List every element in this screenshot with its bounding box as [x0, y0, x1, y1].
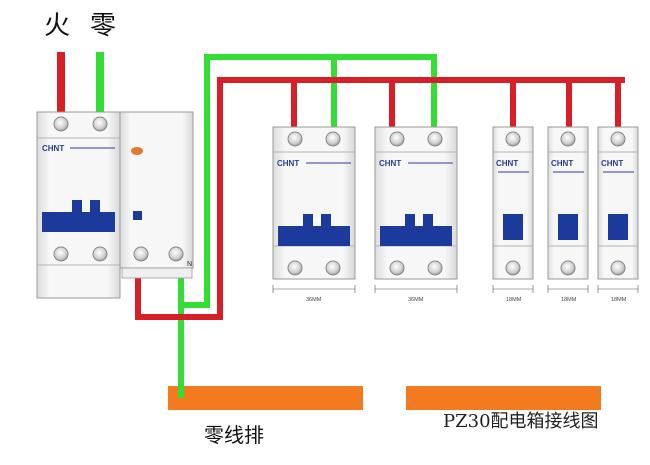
breaker-toggle[interactable]: [380, 214, 452, 246]
neutral-bus-riser: [204, 54, 210, 308]
neutral-bar-label: 零线排: [204, 423, 264, 447]
main-breaker-toggle[interactable]: [42, 200, 115, 232]
breaker-brand: CHNT: [277, 159, 299, 168]
rcd-module: N: [119, 111, 194, 279]
live-drop-1: [291, 77, 297, 139]
breaker-brand: CHNT: [496, 159, 518, 168]
breaker-toggle[interactable]: [558, 214, 578, 240]
breaker-width-label: 18MM: [506, 297, 522, 303]
live-drop-5: [615, 77, 621, 139]
breaker-brand: CHNT: [379, 159, 401, 168]
breaker-width-label: 18MM: [561, 297, 577, 303]
rcd-n-label: N: [187, 261, 192, 268]
live-drop-2: [389, 77, 395, 139]
live-link-vertical: [135, 265, 141, 320]
neutral-label: 零: [90, 11, 116, 41]
breaker-width-label: 36MM: [306, 297, 322, 303]
two-pole-breaker: CHNT 36MM: [272, 126, 356, 303]
live-bus-riser: [217, 77, 223, 320]
live-bus-top: [217, 77, 625, 83]
incoming-neutral-wire: [96, 52, 104, 124]
two-pole-breaker: CHNT 36MM: [374, 126, 458, 303]
incoming-live-wire: [57, 52, 65, 124]
breaker-brand: CHNT: [601, 159, 623, 168]
breaker-brand: CHNT: [551, 159, 573, 168]
main-breaker-brand: CHNT: [42, 144, 64, 153]
live-link-horizontal: [135, 314, 223, 320]
neutral-busbar-right: [406, 386, 601, 410]
breaker-width-label: 18MM: [611, 297, 627, 303]
live-label: 火: [44, 11, 70, 41]
neutral-drop-2: [431, 54, 437, 139]
breaker-toggle[interactable]: [608, 214, 628, 240]
one-pole-breaker: CHNT 18MM: [547, 126, 589, 303]
neutral-drop-1: [331, 54, 337, 139]
one-pole-breaker: CHNT 18MM: [597, 126, 639, 303]
neutral-busbar-left: [168, 386, 363, 410]
neutral-link-horizontal: [180, 302, 210, 308]
neutral-bus-top: [204, 54, 437, 60]
rcd-indicator: [133, 211, 142, 220]
one-pole-breaker: CHNT 18MM: [492, 126, 534, 303]
breaker-toggle[interactable]: [278, 214, 350, 246]
rcd-test-button[interactable]: [131, 147, 143, 155]
neutral-bar-connection: [178, 380, 184, 398]
neutral-to-bar-wire: [178, 265, 184, 400]
breaker-toggle[interactable]: [503, 214, 523, 240]
diagram-title: PZ30配电箱接线图: [443, 411, 599, 432]
main-breaker: CHNT: [36, 111, 121, 299]
breaker-width-label: 36MM: [408, 297, 424, 303]
live-drop-4: [566, 77, 572, 139]
live-drop-3: [510, 77, 516, 139]
